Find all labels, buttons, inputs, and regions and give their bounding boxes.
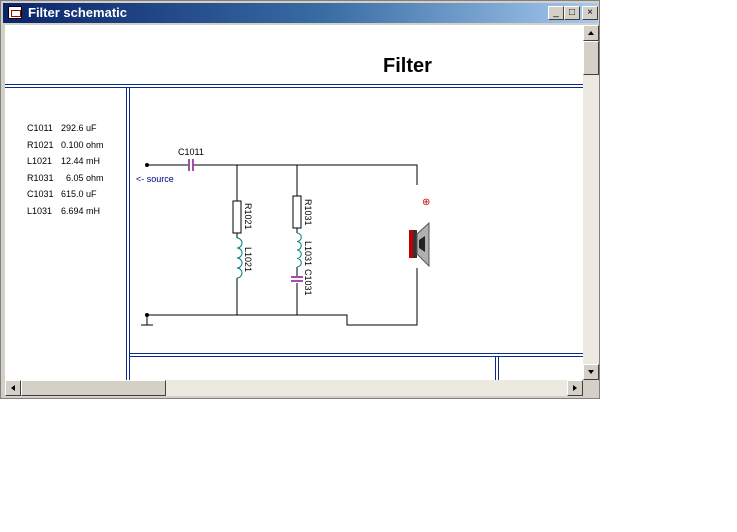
component-id: C1031	[27, 189, 54, 199]
source-terminal-bottom	[145, 313, 149, 317]
source-label: <- source	[136, 174, 174, 184]
component-row: R1021 0.100 ohm	[27, 140, 104, 157]
filter-schematic-window: Filter schematic _ □ × Filter C1011 292.6…	[0, 0, 600, 399]
component-row: C1011 292.6 uF	[27, 123, 104, 140]
scroll-down-button[interactable]	[583, 364, 599, 380]
scroll-up-button[interactable]	[583, 25, 599, 41]
vertical-scroll-thumb[interactable]	[583, 41, 599, 75]
component-row: R1031 6.05 ohm	[27, 173, 104, 190]
component-value: 615.0 uF	[61, 189, 97, 199]
capacitor-c1031	[291, 276, 303, 282]
minimize-button[interactable]: _	[548, 6, 564, 20]
capacitor-c1011	[188, 159, 194, 171]
document-title: Filter	[383, 55, 432, 77]
scroll-left-button[interactable]	[5, 380, 21, 396]
component-value: 292.6 uF	[61, 123, 97, 133]
source-terminal-top	[145, 163, 149, 167]
component-value: 12.44 mH	[61, 156, 101, 166]
component-id: L1031	[27, 205, 53, 216]
component-list: C1011 292.6 uF R1021 0.100 ohm L1021 12.44 …	[27, 123, 104, 222]
inductor-l1021	[236, 237, 243, 279]
component-value: 6.694 mH	[61, 205, 101, 216]
arrow-right-icon	[573, 385, 577, 391]
frame-line-bottom-1	[129, 353, 583, 354]
frame-line-left-1	[126, 87, 127, 380]
label-l1021: L1021	[243, 247, 253, 272]
frame-line-block-2	[498, 356, 499, 380]
frame-line-block-1	[495, 356, 496, 380]
label-r1031: R1031	[303, 199, 313, 226]
bottom-wire	[147, 268, 418, 326]
component-id: R1031	[27, 172, 54, 183]
frame-line-left-2	[129, 87, 130, 380]
document-canvas[interactable]: Filter C1011 292.6 uF R1021 0.100 ohm L102…	[5, 25, 583, 380]
maximize-button[interactable]: □	[564, 6, 580, 20]
speaker-icon	[409, 221, 430, 268]
close-button[interactable]: ×	[582, 6, 598, 20]
horizontal-scroll-thumb[interactable]	[21, 380, 166, 396]
arrow-down-icon	[588, 370, 594, 374]
arrow-up-icon	[588, 31, 594, 35]
resistor-r1021	[232, 200, 242, 234]
horizontal-scrollbar[interactable]	[5, 380, 583, 396]
resistor-r1031	[292, 195, 302, 229]
label-c1031: C1031	[303, 269, 313, 296]
component-id: R1021	[27, 139, 54, 150]
inductor-l1031	[296, 232, 302, 268]
label-c1011: C1011	[178, 147, 204, 157]
component-value: 6.05 ohm	[66, 172, 104, 183]
window-title: Filter schematic	[28, 5, 127, 20]
title-bar[interactable]: Filter schematic _ □ ×	[3, 3, 598, 23]
component-row: C1031 615.0 uF	[27, 189, 104, 206]
component-row: L1021 12.44 mH	[27, 156, 104, 173]
polarity-plus-icon: ⊕	[422, 197, 430, 208]
schematic-diagram: C1011 <- source R1021 L1021 R1031 L1031 …	[136, 147, 430, 326]
arrow-left-icon	[11, 385, 15, 391]
frame-line-top-1	[5, 84, 583, 85]
vertical-scrollbar[interactable]	[583, 25, 599, 380]
label-l1031: L1031	[303, 241, 313, 266]
scrollbar-corner	[583, 380, 599, 396]
scroll-right-button[interactable]	[567, 380, 583, 396]
app-icon[interactable]	[8, 6, 22, 19]
component-value: 0.100 ohm	[61, 139, 104, 150]
frame-line-top-2	[5, 87, 583, 88]
top-wire	[147, 164, 418, 185]
component-id: L1021	[27, 156, 53, 166]
label-r1021: R1021	[243, 203, 253, 230]
frame-line-bottom-2	[129, 356, 583, 357]
component-row: L1031 6.694 mH	[27, 206, 104, 223]
component-id: C1011	[27, 123, 53, 133]
